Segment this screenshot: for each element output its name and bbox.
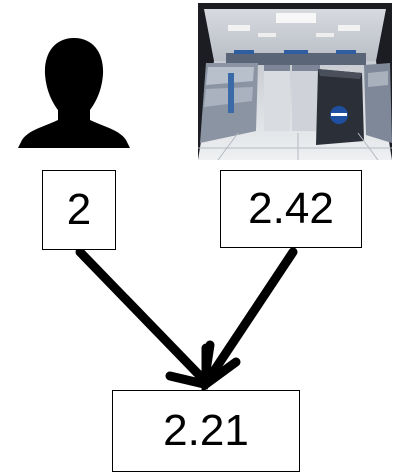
human-estimate-box: 2: [42, 170, 116, 250]
arrow-human-to-combined: [75, 247, 209, 385]
arrow-computer-to-combined: [203, 247, 298, 385]
combined-estimate-value: 2.21: [163, 406, 249, 455]
person-silhouette-icon: [18, 38, 130, 148]
computer-estimate-value: 2.42: [248, 184, 334, 233]
human-estimate-value: 2: [66, 185, 92, 234]
computer-estimate-box: 2.42: [220, 170, 362, 248]
combined-estimate-box: 2.21: [112, 390, 300, 472]
arrow-head-right: [201, 343, 241, 393]
supercomputer-room-photo: [198, 3, 392, 160]
